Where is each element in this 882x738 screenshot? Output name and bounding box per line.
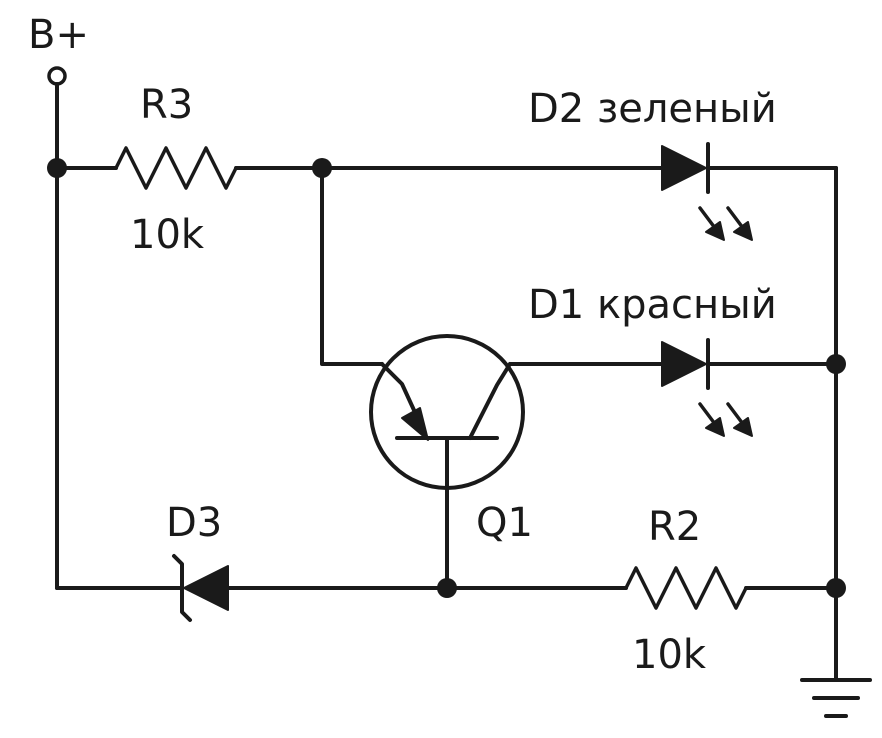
junction-dot: [826, 354, 846, 374]
d1-led: [661, 338, 753, 437]
r2-value: 10k: [632, 632, 707, 678]
d2-led: [661, 142, 753, 241]
r2-resistor: [624, 566, 748, 610]
d2-label: D2 зеленый: [528, 86, 777, 132]
r3-value: 10k: [130, 212, 205, 258]
r3-resistor: [114, 146, 238, 190]
junction-dot: [312, 158, 332, 178]
r3-name: R3: [140, 82, 193, 128]
junction-dot: [826, 578, 846, 598]
q1-transistor: [369, 334, 525, 590]
r2-name: R2: [648, 504, 701, 550]
wire-node-emitter: [320, 166, 384, 366]
d1-label: D1 красный: [528, 282, 777, 328]
d3-zener: [172, 554, 229, 622]
d3-name: D3: [166, 500, 222, 546]
junction-dot: [47, 158, 67, 178]
ground-symbol: [800, 678, 872, 718]
junction-dot: [437, 578, 457, 598]
q1-name: Q1: [476, 500, 533, 546]
supply-terminal: [47, 66, 67, 170]
supply-label: B+: [28, 12, 89, 58]
